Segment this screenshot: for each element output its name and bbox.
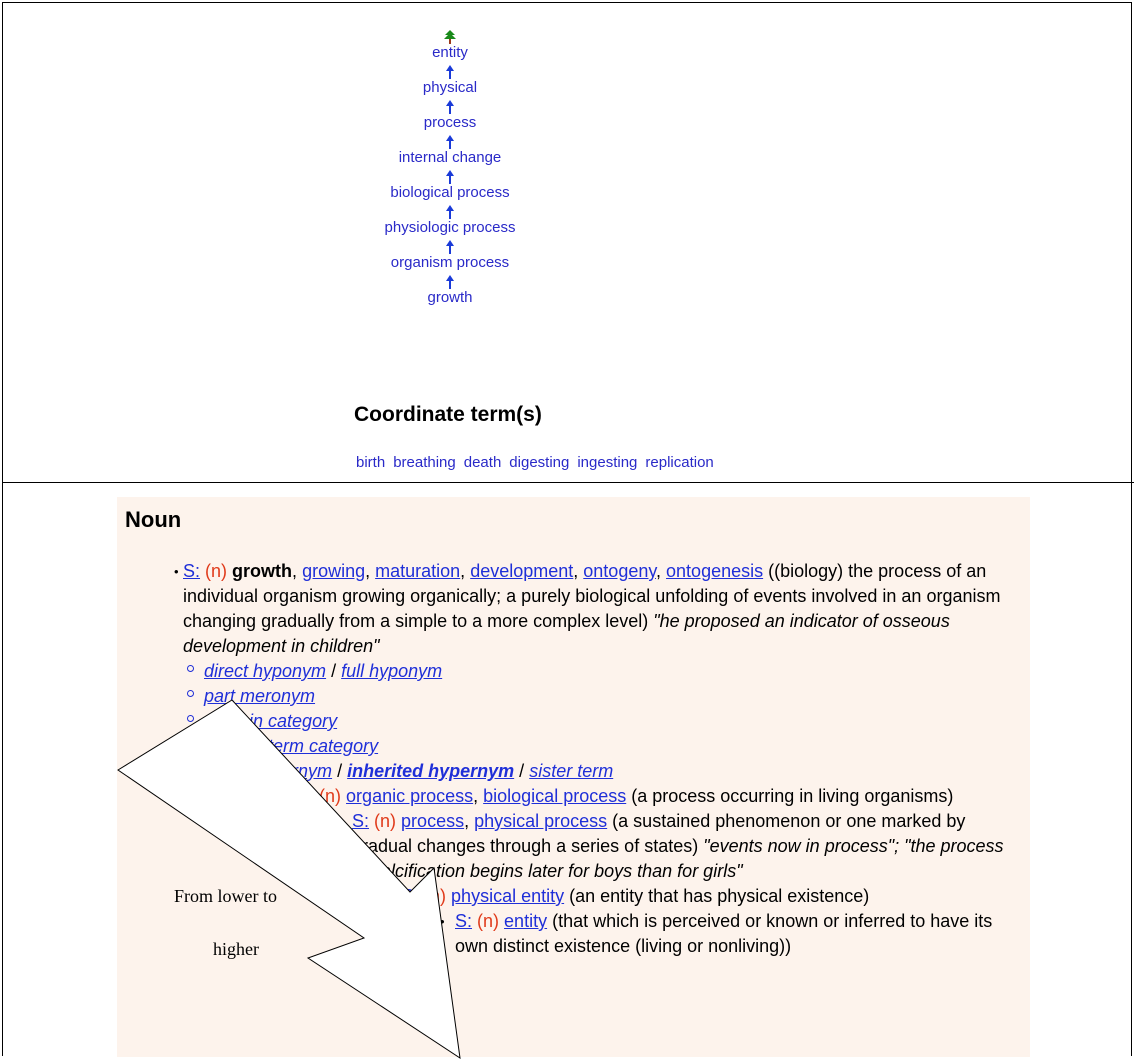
circle-bullet-icon — [187, 690, 194, 697]
circle-bullet-icon — [187, 715, 194, 722]
gloss: ((biology) the process of an individual … — [183, 561, 1001, 631]
tree-icon — [444, 30, 456, 44]
s-link[interactable]: S: — [297, 786, 315, 806]
tree-node-physical[interactable]: physical — [422, 79, 478, 96]
synonym-link[interactable]: physical entity — [451, 886, 565, 906]
pos-heading: Noun — [125, 507, 182, 532]
pointer-row: domain term category — [117, 734, 1022, 759]
synonym-link[interactable]: organic process — [346, 786, 474, 806]
pos-tag: (n) — [424, 886, 447, 906]
inherited-hypernym-link[interactable]: inherited hypernym — [347, 761, 515, 781]
synonym-link[interactable]: development — [470, 561, 574, 581]
example: "he proposed an indicator of osseous dev… — [183, 611, 950, 656]
headword: growth — [232, 561, 293, 581]
panel-divider — [2, 482, 1134, 483]
gloss: (that which is perceived or known or inf… — [455, 911, 993, 956]
separator: / — [331, 661, 337, 681]
annotation-label: higher — [213, 939, 259, 959]
coordinate-term[interactable]: death — [463, 454, 502, 471]
coordinate-term[interactable]: ingesting — [577, 454, 638, 471]
coordinate-terms-heading: Coordinate term(s) — [354, 403, 542, 426]
coordinate-terms-list: birth breathing death digesting ingesting rep… — [356, 454, 722, 471]
pos-tag: (n) — [374, 811, 397, 831]
coordinate-term[interactable]: replication — [645, 454, 714, 471]
domain-category-link[interactable]: domain category — [204, 711, 338, 731]
arrow-up-icon — [446, 275, 454, 289]
s-link[interactable]: S: — [183, 561, 201, 581]
pos-tag: (n) — [477, 911, 500, 931]
arrow-up-icon — [446, 240, 454, 254]
gloss: (an entity that has physical existence) — [569, 886, 870, 906]
tree-node-organism-process[interactable]: organism process — [390, 254, 510, 271]
s-link[interactable]: S: — [455, 911, 473, 931]
sister-term-link[interactable]: sister term — [529, 761, 614, 781]
circle-bullet-icon — [187, 765, 194, 772]
synonym-link[interactable]: process — [401, 811, 465, 831]
arrow-up-icon — [446, 170, 454, 184]
synonym-link[interactable]: ontogenesis — [666, 561, 764, 581]
tree-node-growth[interactable]: growth — [427, 289, 473, 306]
synonym-link[interactable]: biological process — [483, 786, 627, 806]
arrow-up-icon — [446, 135, 454, 149]
pos-tag: (n) — [319, 786, 342, 806]
bullet: • — [174, 564, 179, 579]
pointer-row: direct hyponym / full hyponym — [117, 659, 1022, 684]
coordinate-term[interactable]: birth — [356, 454, 386, 471]
bullet: • — [387, 889, 392, 904]
tree-node-process[interactable]: process — [423, 114, 477, 131]
separator: / — [519, 761, 525, 781]
full-hyponym-link[interactable]: full hyponym — [341, 661, 443, 681]
coordinate-term[interactable]: digesting — [509, 454, 570, 471]
synonym-link[interactable]: entity — [504, 911, 548, 931]
tree-node-internal-change[interactable]: internal change — [398, 149, 502, 166]
wordnet-panel: Noun • S: (n) growth, growing, maturatio… — [117, 497, 1030, 1057]
bullet: • — [282, 789, 287, 804]
pos-tag: (n) — [205, 561, 228, 581]
coordinate-term[interactable]: breathing — [393, 454, 456, 471]
synonym-link[interactable]: growing — [302, 561, 366, 581]
sense-item: • S: (n) growth, growing, maturation, de… — [174, 561, 1001, 656]
s-link[interactable]: S: — [402, 886, 420, 906]
pointer-row: part meronym — [117, 684, 1022, 709]
direct-hypernym-link[interactable]: direct hypernym — [204, 761, 333, 781]
arrow-up-icon — [446, 205, 454, 219]
pointer-row: domain category — [117, 709, 1022, 734]
circle-bullet-icon — [187, 740, 194, 747]
synonym-link[interactable]: maturation — [375, 561, 461, 581]
hypernym-item: • S: (n) process, physical process (a su… — [337, 811, 1004, 881]
tree-node-biological-process[interactable]: biological process — [390, 184, 510, 201]
synonym-link[interactable]: ontogeny — [583, 561, 657, 581]
tree-node-entity[interactable]: entity — [432, 44, 468, 61]
bullet: • — [337, 814, 342, 829]
tree-node-physiologic-process[interactable]: physiologic process — [384, 219, 516, 236]
hypernym-item: • S: (n) entity (that which is perceived… — [117, 909, 1022, 959]
hypernym-item: • S: (n) organic process, biological pro… — [117, 784, 1022, 809]
separator: / — [337, 761, 343, 781]
part-meronym-link[interactable]: part meronym — [204, 686, 316, 706]
gloss: (a process occurring in living organisms… — [631, 786, 954, 806]
synonym-link[interactable]: physical process — [474, 811, 608, 831]
domain-term-category-link[interactable]: domain term category — [204, 736, 379, 756]
arrow-up-icon — [446, 100, 454, 114]
annotation-label: From lower to — [174, 886, 277, 906]
circle-bullet-icon — [187, 665, 194, 672]
direct-hyponym-link[interactable]: direct hyponym — [204, 661, 327, 681]
bullet: • — [440, 914, 445, 929]
arrow-up-icon — [446, 65, 454, 79]
s-link[interactable]: S: — [352, 811, 370, 831]
hypernym-tree: entity physical process internal change … — [300, 30, 600, 307]
pointer-row: direct hypernym / inherited hypernym / s… — [117, 759, 1022, 784]
